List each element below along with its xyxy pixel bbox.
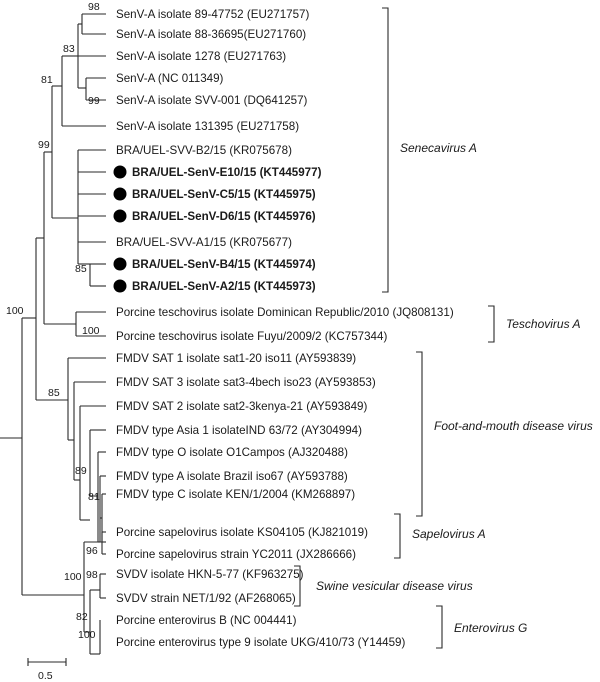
tip-label: Porcine sapelovirus strain YC2011 (JX286…: [116, 548, 356, 561]
bootstrap-value: 89: [75, 465, 87, 477]
tip-label: FMDV type O isolate O1Campos (AJ320488): [116, 446, 348, 459]
tree-marks: SenV-A isolate 89-47752 (EU271757) SenV-A…: [6, 1, 593, 682]
tip-label: Porcine teschovirus isolate Fuyu/2009/2 …: [116, 330, 387, 343]
sample-marker-dot: [113, 209, 127, 223]
tip-label: SenV-A (NC 011349): [116, 72, 224, 85]
clade-label: Sapelovirus A: [412, 527, 486, 541]
tip-label: FMDV SAT 2 isolate sat2-3kenya-21 (AY593…: [116, 400, 367, 413]
tip-label: BRA/UEL-SenV-D6/15 (KT445976): [132, 210, 316, 223]
tip-label: FMDV type Asia 1 isolateIND 63/72 (AY304…: [116, 424, 362, 437]
tip-label: Porcine enterovirus B (NC 004441): [116, 614, 297, 627]
tip-label: FMDV type A isolate Brazil iso67 (AY5937…: [116, 470, 348, 483]
bootstrap-value: 85: [75, 263, 87, 275]
clade-bracket: [488, 305, 495, 343]
tip-label: FMDV SAT 1 isolate sat1-20 iso11 (AY5938…: [116, 352, 356, 365]
sample-marker-dot: [113, 165, 127, 179]
tip-label: BRA/UEL-SVV-B2/15 (KR075678): [116, 144, 292, 157]
bootstrap-value: 100: [82, 325, 100, 337]
clade-label: Enterovirus G: [454, 621, 527, 635]
tip-label: SenV-A isolate 1278 (EU271763): [116, 50, 286, 63]
scale-bar-label: 0.5: [38, 670, 53, 682]
tip-label: SenV-A isolate 89-47752 (EU271757): [116, 8, 310, 21]
clade-bracket: [436, 605, 443, 649]
clade-bracket: [416, 351, 423, 517]
tip-label: Porcine teschovirus isolate Dominican Re…: [116, 306, 454, 319]
tip-label: SVDV isolate HKN-5-77 (KF963275): [116, 568, 304, 581]
tip-label: FMDV SAT 3 isolate sat3-4bech iso23 (AY5…: [116, 376, 376, 389]
clade-label: Senecavirus A: [400, 141, 477, 155]
clade-bracket: [294, 565, 301, 607]
tip-label: SenV-A isolate 131395 (EU271758): [116, 120, 299, 133]
bootstrap-value: 81: [41, 74, 53, 86]
bootstrap-value: 100: [6, 305, 24, 317]
bootstrap-value: 98: [86, 569, 98, 581]
bootstrap-value: 81: [88, 491, 100, 503]
tip-label: BRA/UEL-SVV-A1/15 (KR075677): [116, 236, 292, 249]
tip-label: Porcine enterovirus type 9 isolate UKG/4…: [116, 636, 406, 649]
clade-label: Swine vesicular disease virus: [316, 579, 473, 593]
sample-marker-dot: [113, 187, 127, 201]
tip-label: BRA/UEL-SenV-A2/15 (KT445973): [132, 280, 316, 293]
tip-label: BRA/UEL-SenV-B4/15 (KT445974): [132, 258, 316, 271]
clade-bracket: [382, 7, 389, 293]
tip-label: BRA/UEL-SenV-E10/15 (KT445977): [132, 166, 322, 179]
sample-marker-dot: [113, 257, 127, 271]
tree-branches: [0, 13, 106, 655]
bootstrap-value: 99: [38, 139, 50, 151]
tip-label: SenV-A isolate SVV-001 (DQ641257): [116, 94, 308, 107]
clade-label: Foot-and-mouth disease virus: [434, 419, 593, 433]
tip-label: SVDV strain NET/1/92 (AF268065): [116, 592, 296, 605]
tip-label: SenV-A isolate 88-36695(EU271760): [116, 28, 306, 41]
clade-label: Teschovirus A: [506, 317, 580, 331]
bootstrap-value: 98: [88, 1, 100, 13]
sample-marker-dot: [113, 279, 127, 293]
bootstrap-value: 99: [88, 95, 100, 107]
bootstrap-value: 96: [86, 545, 98, 557]
tip-label: Porcine sapelovirus isolate KS04105 (KJ8…: [116, 526, 368, 539]
bootstrap-value: 85: [48, 387, 60, 399]
clade-bracket: [394, 513, 401, 559]
bootstrap-value: 83: [63, 43, 75, 55]
bootstrap-value: 100: [64, 571, 82, 583]
bootstrap-value: 100: [78, 629, 96, 641]
tip-label: FMDV type C isolate KEN/1/2004 (KM268897…: [116, 488, 355, 501]
tip-label: BRA/UEL-SenV-C5/15 (KT445975): [132, 188, 316, 201]
bootstrap-value: 82: [76, 611, 88, 623]
